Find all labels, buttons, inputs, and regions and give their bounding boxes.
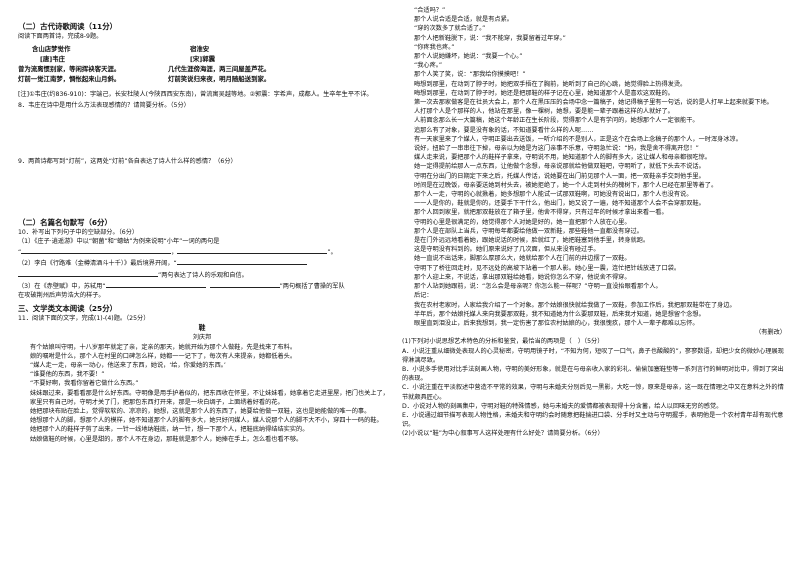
story-paragraph: 那个人说她嫌坏，她说：“我要一个心。” [414,53,523,61]
section-title-literature: 三、文学类文本阅读（25分） [18,304,117,314]
poem-lines-2: 灯前一觉江南梦，惆怅起来山月斜。 灯前笑说归来夜，明月随船送到家。 [18,74,386,84]
story-paragraph: 她一定得提前给那人一点东西，让他做个念想，母亲说那就给他做双鞋吧，守明听了，就低… [414,163,705,171]
question-10: 10．补写出下列句子中的空缺部分。（6分） [18,228,139,236]
option-a[interactable]: A．小说注重从细微处表现人的心灵秘密，守明用镜子时，“不知为何，短叹了一口气，鼻… [402,347,784,364]
poem1-title: 含山店梦觉作 [32,45,71,54]
story-paragraph: 说好，扭脸了一串串往下掉，母亲以为她是为这门亲事不乐意，守明急忙说：“妈，我是舍… [414,145,699,153]
q10-item1: （1）《庄子·逍遥游》中以“朝菌”和“蟪蛄”为例来说明“小年”一词的两句是 [18,238,220,246]
story-paragraph: “我心疼。” [414,62,443,70]
question-8: 8．韦庄在诗中是用什么方法表现感情的？请简要分析。（5分） [18,102,190,110]
story-paragraph: 那个人迎上来，不说话，拿出那双鞋给她看，她说你怎么不穿，他说舍不得穿。 [414,273,631,281]
story-paragraph: 她把那块布贴在脸上，觉得软软的、凉凉的，她想，这就是那个人的东西了，她要给他做一… [30,408,371,416]
poem-lines-1: 曾为流离惯别家，等闲挥袂客天涯。 几代生涯傍海涯，两三间屋盖芦花。 [18,64,386,74]
q10-item2-cont: ”两句表达了诗人的乐观和自信。 [18,269,386,280]
poem1-line2: 等闲挥袂客天涯。 [69,65,121,74]
story-paragraph: 那个人回到家里，就把那双鞋放在了箱子里，他舍不得穿，只有过年的时候才拿出来看一看… [414,209,668,217]
story-paragraph: 那个人把新鞋脱下，说：“我不能穿，我要留着过年穿。” [414,34,566,42]
story-paragraph: 晦想到那里，在动到了脖子时，她还是把那鞋的样子记在心里，她知道那个人是喜欢这双鞋… [414,89,674,97]
q10-item1-blanks: “，”。 [18,246,386,257]
story-paragraph: 那个人笑了笑，说：“那我给你摸摸吧！” [414,71,526,79]
story-paragraph: 姑娘做鞋的时候，心里是甜的，那个人不在身边，那鞋就是那个人，她捧在手上，怎么看也… [30,435,303,443]
story-paragraph: 妹妹跟过来，要看看那是什么好东西。守明像是用手护着似的，把东西收在怀里，不让妹妹… [30,389,386,397]
story-paragraph: 她想那个人的脚，想那个人的模样，她不知道那个人的脚有多大，她只好问媒人，媒人说那… [30,417,383,425]
source-note: （有删改） [755,329,786,337]
story-paragraph: 守明在分出门的日期定下来之后，托媒人传话，说她要在出门前见那个人一面，把一双鞋亲… [414,172,705,180]
story-paragraph: 这是守明没有料到的。她们原来说好了几次面，但从来没有碰过手。 [414,246,600,254]
q10-item3-cont: 在攻破荆州后声势浩大的样子。 [18,292,105,300]
poem1-line1: 曾为流离惯别家， [18,65,70,74]
story-paragraph: “你疼我也疼。” [414,43,455,51]
story-paragraph: 那个人是在部队上当兵，守明每年都要给他做一双新鞋，那些鞋他一直都没有穿过。 [414,227,643,235]
q10-item3: （3）在《赤壁赋》中，苏轼用“”两句概括了曹操的军队 [18,280,386,291]
story-paragraph: 她一直说不出话来，脚那么厚那么大，她就给那个人在门前的井边摆了一双鞋。 [414,255,631,263]
q10-item2: （2）李白《行路难（金樽清酒斗十千）》最后境界开阔，“ [18,257,386,268]
section-title-poetry: （二）古代诗歌阅读（11分） [18,22,117,31]
story-paragraph: 守明的心里是很满足的，她觉得那个人对她是好的，她一直把那个人放在心里。 [414,218,631,226]
story-paragraphs-right: “合适吗？” 那个人说合适是合适，就是有点紧。“穿的次数多了就合适了。”那个人把新… [402,6,786,328]
blank-3[interactable] [176,257,307,266]
story-paragraph: 后记： [414,292,433,300]
story-paragraph: 晦想到那里，在动到了脖子时，她把双手捂在了胸前，她听到了自己的心跳，她觉得脸上热… [414,80,687,88]
story-paragraph: “谁要他的东西，我不要！” [30,371,105,379]
story-paragraph: 眼里直到泪没止，后来我想到，我一定伤害了那位农村姑娘的心，我很愧疚，那个人一辈子… [414,319,699,327]
left-column: （二）古代诗歌阅读（11分） 阅读下面两首诗，完成8-9题。 含山店梦觉作 宿淮… [18,18,386,444]
poem2-author: [宋]郭震 [190,55,216,64]
poetry-intro: 阅读下面两首诗，完成8-9题。 [18,33,103,40]
story-paragraph: 她把那个人的鞋样子剪了出来，一针一线地纳鞋底，纳一针，想一下那个人，把鞋底纳得结… [30,426,309,434]
option-c[interactable]: C．小说注重在平淡叙述中营造不平常的效果，守明与未婚夫分别后见一黑影，大吃一惊，… [402,384,784,401]
story-paragraph: “媒人走一走，母亲一动心，他送来了东西，她说，‘给，你爱她的东西。’ [30,362,226,370]
story-paragraph: 家里只有自己时，守明才关了门，把那包东西打开来，那是一块白绸子，上面绣着好看的花… [30,398,284,406]
story-author: 刘庆邦 [192,334,212,342]
poem1-line3: 灯前一觉江南梦， [18,75,70,84]
question-9: 9．两首诗都写到“灯前”，这两处“灯前”各自表达了诗人什么样的感情？（6分） [18,157,237,165]
option-d[interactable]: D．小说对人物的刻画集中，守明对鞋的特殊情感，她与未婚夫的爱情都被表现得十分含蓄… [402,402,723,410]
blank-1[interactable] [21,246,172,255]
poem2-line1: 几代生涯傍海涯， [168,65,220,74]
story-paragraph: 媒人走来说，要把那个人的鞋样子拿来，守明说不用，她知道那个人的脚有多大，这让媒人… [414,154,711,162]
story-paragraph: 半年后，那个姑娘托媒人来向我要那双鞋，我不知道她为什么要那双鞋，后来我才知道，她… [414,310,705,318]
poem-titles: 含山店梦觉作 宿淮安 [18,44,386,54]
poem-note: [注]①韦庄(约836-910)：字端己，长安杜陵人(今陕西西安东南)，曾流寓吴… [18,91,373,99]
story-paragraph: 是在门外远远地看着她，跟她说话的时候，脸就红了，她把鞋塞到他手里，转身就跑。 [414,237,650,245]
story-paragraph: 追那么有了对象，要是没有象的话，不知道要看什么样的人呢…… [414,126,594,134]
story-paragraph: 人打那个人是个那样的人，他站在那里，像一棵树，她想，要是能一辈子跟着这样的人就好… [414,108,674,116]
story-paragraph: “穿的次数多了就合适了。” [414,25,486,33]
story-paragraph: 守明下了桥往回走时，见不远处的高坡下站着一个那人影。她心里一震，连忙把针线放进了… [414,264,681,272]
question-11-intro: 11．阅读下面的文字，完成(1)-(4)题。（25分） [18,315,150,323]
poem1-author: [唐]韦庄 [40,55,66,64]
blank-6[interactable] [209,280,280,288]
story-paragraph: 时间是在过晚饭，母亲要送她到村头去，被她拒绝了，她一个人走到村头的槐树下，那个人… [414,181,718,189]
poem2-title: 宿淮安 [190,45,210,54]
story-paragraph: 那个人说合适是合适，就是有点紧。 [414,16,513,24]
story-paragraph: 人前面念那么长一大篇稿，她这个年龄正在生长阶段，觉得那个人是有学问的，她想那个人… [414,117,699,125]
story-title: 鞋 [198,324,206,333]
poem2-line4: 明月随船送到家。 [219,75,271,84]
subquestion-1: (1)下列对小说思想艺术特色的分析和鉴赏，最恰当的两项是（ ）（5分） [402,338,604,346]
story-paragraph: “合适吗？” [414,7,446,14]
story-paragraphs-left: 有个姑娘叫守明，十八岁那年就定了亲，定亲的那天，她就开始为那个人做鞋，先是找来了… [18,343,386,444]
blank-4[interactable] [18,269,158,277]
story-paragraph: “不要好啊，我看你留着它做什么东西。” [30,380,139,388]
blank-2[interactable] [177,246,328,255]
subquestion-2: (2)小说以“鞋”为中心叙事写人这样处理有什么好处？请简要分析。（6分） [402,430,604,438]
option-e[interactable]: E．小说通过细节描写表现人物性格，未婚夫和守明约会时随意把鞋揣进口袋、分手时又主… [402,411,784,429]
poem1-line4: 惆怅起来山月斜。 [69,75,121,84]
story-paragraph: 有一天家里来了个媒人，守明正要出去送饭，一听介绍的不是别人，正是这个在会场上念稿… [414,135,742,143]
story-paragraph: 那个人一走，守明的心就揪着，她多想那个人能试一试那双鞋啊，可她没有说出口，那个人… [414,191,693,199]
story-paragraph: 一一人是你的，鞋就是你的，还要手下干什么，他出门，她又说了一遍，她不知道那个人会… [414,200,705,208]
poem2-line2: 两三间屋盖芦花。 [219,65,271,74]
story-paragraph: 娘的嘱咐是什么，那个人在村里的口碑怎么样，她都一一记下了，每次有人来提亲，她都低… [30,352,297,360]
section-title-recitation: （二）名篇名句默写（6分） [18,217,112,227]
option-b[interactable]: B．小说多手使用对比手法刻画人物，守明的美好形象，就是在与母亲收入家的彩礼、偷偷… [402,365,784,383]
story-paragraph: 那个人站到她跟前，说：“怎么会是母亲呢？你怎么能一样呢？”守明一直没抬眼看那个人… [414,283,662,291]
blank-5[interactable] [105,280,206,288]
right-column: “合适吗？” 那个人说合适是合适，就是有点紧。“穿的次数多了就合适了。”那个人把新… [402,6,786,439]
story-paragraph: 第一次去那家做客是在社员大会上，那个人在黑压压的会场中念一篇稿子，她记得稿子里有… [414,99,773,107]
poem2-line3: 灯前笑说归来夜， [168,75,220,84]
story-paragraph: 我在农村老家时，人家给我介绍了一个对象。那个姑娘很快就给我做了一双鞋，参加工作后… [414,301,736,309]
poem-authors: [唐]韦庄 [宋]郭震 [18,54,386,64]
story-paragraph: 有个姑娘叫守明，十八岁那年就定了亲，定亲的那天，她就开始为那个人做鞋，先是找来了… [30,343,297,351]
